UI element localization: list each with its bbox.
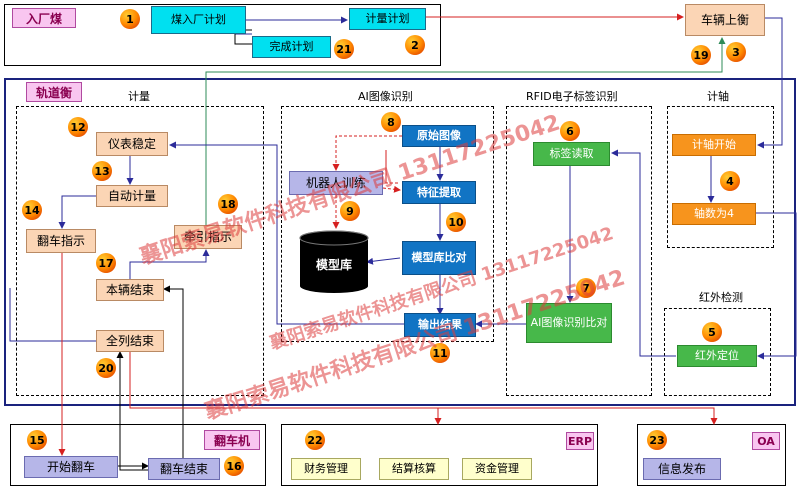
track-scale-tag: 轨道衡 — [26, 82, 82, 102]
dumper-tag: 翻车机 — [204, 430, 260, 450]
edge-dumpend-to-vehicleend — [163, 285, 184, 458]
step-badge-20: 20 — [96, 358, 116, 378]
start-dump-node[interactable]: 开始翻车 — [24, 456, 118, 478]
axle-count-node[interactable]: 轴数为4 — [672, 203, 756, 225]
dump-end-node[interactable]: 翻车结束 — [148, 458, 220, 480]
oa-tag: OA — [752, 432, 780, 450]
measure-plan-node[interactable]: 计量计划 — [349, 8, 426, 30]
step-badge-6: 6 — [560, 121, 580, 141]
step-badge-5: 5 — [702, 322, 722, 342]
edge-robot-to-feature — [385, 150, 400, 184]
step-badge-14: 14 — [22, 200, 42, 220]
step-badge-1: 1 — [120, 9, 140, 29]
erp-tag: ERP — [566, 432, 594, 450]
step-badge-15: 15 — [27, 430, 47, 450]
axle-section — [667, 106, 774, 248]
coal-intake-tag: 入厂煤 — [12, 8, 76, 28]
edge-traction-to-vehicle — [205, 37, 726, 229]
step-badge-9: 9 — [340, 201, 360, 221]
edge-axle-count-to-ir — [756, 212, 797, 360]
edge-complete-to-coal — [234, 32, 252, 45]
meter-stable-node[interactable]: 仪表稳定 — [96, 132, 168, 156]
auto-measure-node[interactable]: 自动计量 — [96, 185, 168, 207]
step-badge-17: 17 — [96, 253, 116, 273]
tag-read-node[interactable]: 标签读取 — [533, 142, 610, 166]
ai-title: AI图像识别 — [358, 90, 413, 103]
coal-plan-node[interactable]: 煤入厂计划 — [151, 6, 246, 34]
measure-title: 计量 — [128, 90, 150, 103]
axle-start-node[interactable]: 计轴开始 — [672, 134, 756, 156]
ir-title: 红外检测 — [699, 291, 743, 304]
measure-section — [16, 106, 264, 396]
complete-plan-node[interactable]: 完成计划 — [252, 36, 331, 58]
edge-original-to-robot — [332, 135, 402, 171]
robot-train-node[interactable]: 机器人训练 — [289, 171, 383, 195]
dump-indicate-node[interactable]: 翻车指示 — [26, 229, 96, 253]
step-badge-23: 23 — [647, 430, 667, 450]
step-badge-16: 16 — [224, 456, 244, 476]
edge-output-to-meter — [169, 141, 404, 325]
ir-position-node[interactable]: 红外定位 — [677, 345, 757, 367]
coal-intake-frame — [4, 4, 441, 66]
rfid-section — [506, 106, 652, 396]
vehicle-on-scale-node[interactable]: 车辆上衡 — [685, 4, 765, 36]
edge-train-end-to-erp-oa — [129, 352, 718, 425]
fund-node[interactable]: 资金管理 — [462, 458, 532, 480]
info-publish-node[interactable]: 信息发布 — [643, 458, 721, 480]
rfid-title: RFID电子标签识别 — [526, 90, 618, 103]
step-badge-11: 11 — [430, 343, 450, 363]
step-badge-21: 21 — [334, 39, 354, 59]
step-badge-8: 8 — [381, 112, 401, 132]
ai-section — [281, 106, 494, 342]
model-db-node[interactable]: 模型库 — [315, 257, 352, 272]
edge-auto-to-dump — [58, 195, 96, 229]
step-badge-22: 22 — [305, 430, 325, 450]
traction-indicate-node[interactable]: 牵引指示 — [174, 225, 242, 249]
edge-vehicle-to-axle — [757, 17, 783, 149]
ai-compare-node[interactable]: AI图像识别比对 — [526, 303, 612, 343]
step-badge-19: 19 — [691, 45, 711, 65]
feature-extract-node[interactable]: 特征提取 — [402, 181, 476, 204]
step-badge-2: 2 — [405, 35, 425, 55]
axle-title: 计轴 — [707, 90, 729, 103]
ir-section — [664, 308, 771, 396]
edge-train-end-loop — [9, 288, 98, 342]
step-badge-18: 18 — [218, 194, 238, 214]
vehicle-end-node[interactable]: 本辆结束 — [96, 279, 164, 301]
finance-node[interactable]: 财务管理 — [291, 458, 361, 480]
edge-compare-to-model-db — [366, 257, 401, 265]
settlement-node[interactable]: 结算核算 — [379, 458, 449, 480]
original-image-node[interactable]: 原始图像 — [402, 125, 476, 147]
step-badge-7: 7 — [576, 278, 596, 298]
output-result-node[interactable]: 输出结果 — [404, 313, 476, 337]
step-badge-12: 12 — [68, 117, 88, 137]
train-end-node[interactable]: 全列结束 — [96, 330, 164, 352]
model-compare-node[interactable]: 模型库比对 — [402, 241, 476, 275]
step-badge-3: 3 — [726, 42, 746, 62]
step-badge-13: 13 — [92, 161, 112, 181]
edge-ir-to-tag — [611, 149, 676, 357]
edge-vehicle-end-to-traction — [129, 249, 210, 279]
step-badge-10: 10 — [446, 212, 466, 232]
step-badge-4: 4 — [720, 171, 740, 191]
track-scale-frame — [4, 78, 796, 406]
edge-dumpend-to-train — [116, 351, 148, 471]
dumper-frame — [10, 424, 266, 486]
